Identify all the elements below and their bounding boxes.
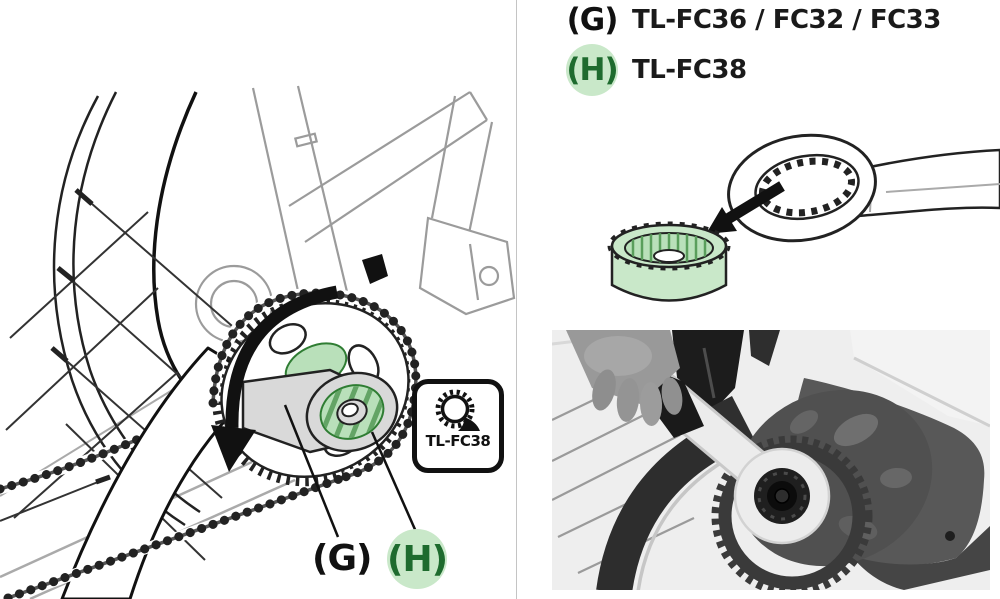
- rear-wheel: [0, 91, 263, 561]
- tool-legend: (G) TL-FC36 / FC32 / FC33 (H) TL-FC38: [566, 2, 996, 102]
- lockring-tool-icon: [435, 389, 480, 431]
- legend-h-label: (H): [566, 52, 618, 88]
- legend-key-h: (H): [566, 44, 619, 96]
- derailleur-tip: [362, 254, 388, 284]
- legend-g-label: (G): [566, 2, 619, 38]
- tl-fc38-badge: TL-FC38: [412, 379, 504, 473]
- rotation-arrow-icon: [211, 285, 339, 472]
- badge-label: TL-FC38: [425, 432, 491, 450]
- lockring-tool-drawing: [607, 221, 731, 302]
- callout-leader-lines: [283, 404, 419, 538]
- photo-hand: [566, 330, 683, 426]
- callout-g-label: (G): [312, 538, 372, 579]
- legend-h-tools: TL-FC38: [632, 55, 747, 85]
- wrench-and-tool-drawing: [607, 133, 1000, 302]
- callout-h-circle: (H): [386, 529, 448, 589]
- panel-divider: [516, 0, 517, 599]
- callout-h-label: (H): [386, 538, 448, 580]
- chain-lower-run: [3, 471, 350, 599]
- insert-arrow-icon: [706, 181, 785, 234]
- legend-g-tools: TL-FC36 / FC32 / FC33: [632, 5, 941, 35]
- wrench-handle: [854, 148, 1000, 218]
- legend-row-g: (G) TL-FC36 / FC32 / FC33: [566, 2, 996, 38]
- bike-frame-lines: [194, 85, 516, 344]
- wrench-on-crank: [241, 368, 399, 454]
- crank-removal-line-drawing: [0, 85, 516, 599]
- chain-wrap: [207, 287, 422, 483]
- crank-bolt: [341, 402, 359, 418]
- spoke-nipples: [50, 188, 111, 485]
- legend-row-h: (H) TL-FC38: [566, 44, 996, 96]
- photo-frame: [850, 330, 990, 426]
- spokes: [0, 189, 263, 561]
- legend-key-g: (G): [566, 2, 619, 38]
- wrench-head: [727, 133, 877, 243]
- installation-photo: [552, 330, 990, 590]
